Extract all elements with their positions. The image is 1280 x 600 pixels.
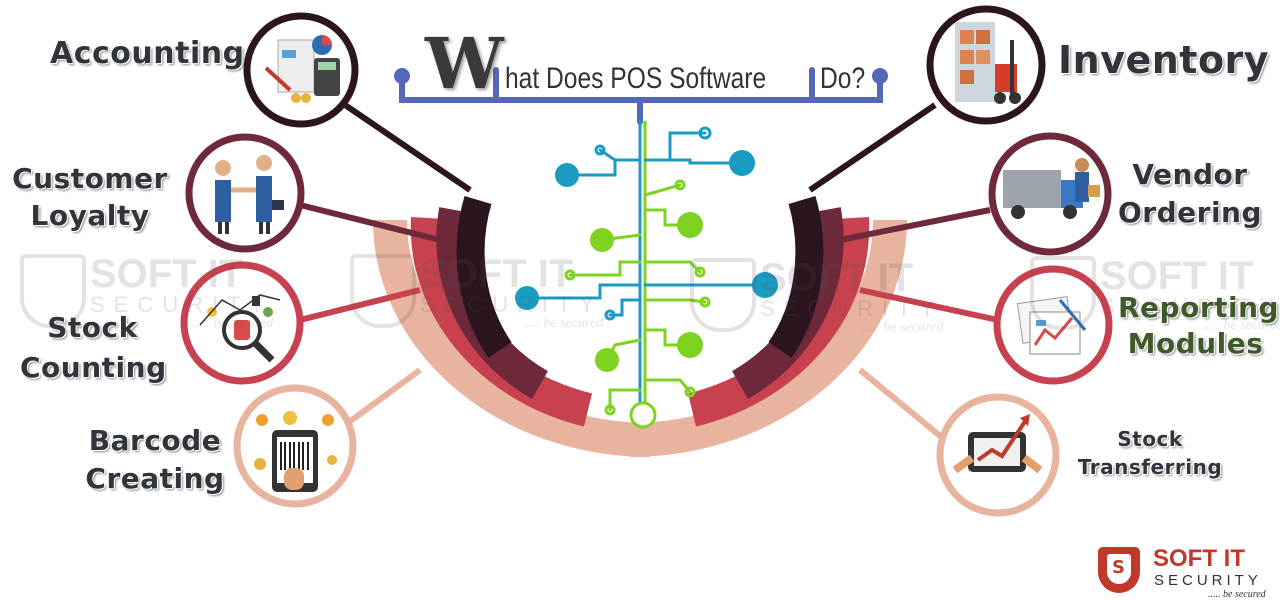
title-drop-cap: W	[425, 22, 504, 105]
connectors	[299, 102, 999, 443]
label-line: Stock	[47, 311, 138, 344]
label-line: Counting	[20, 351, 167, 384]
label-reporting-modules: Reporting Modules	[1118, 290, 1280, 362]
watermark-name: SOFT IT	[90, 252, 244, 296]
watermark-sub: SECURITY	[420, 292, 604, 317]
title-bracket	[394, 67, 888, 125]
delivery-truck-icon	[1003, 158, 1100, 219]
label-vendor-ordering: Vendor Ordering	[1115, 156, 1265, 232]
title-question: Do?	[820, 62, 866, 95]
watermark: SOFT IT SECURITY ..... be secured	[20, 252, 274, 332]
label-stock-counting: Stock Counting	[20, 308, 167, 388]
label-line: Customer	[12, 162, 168, 195]
handshake-icon	[215, 155, 284, 234]
watermark: SOFT IT SECURITY ..... be secured	[350, 252, 604, 332]
label-line: Vendor	[1132, 158, 1248, 191]
ring-right	[629, 196, 907, 457]
tablet-growth-icon	[952, 414, 1043, 474]
brand-logo: S SOFT IT SECURITY ..... be secured	[1098, 545, 1268, 600]
watermark-shield-icon	[20, 254, 86, 328]
watermark-tag: ..... be secured	[862, 320, 944, 335]
logo-mark-icon: S	[1112, 557, 1125, 578]
watermark-name: SOFT IT	[760, 256, 914, 300]
label-line: Stock	[1117, 427, 1183, 451]
label-accounting: Accounting	[50, 36, 245, 71]
label-line: Modules	[1127, 327, 1264, 360]
label-customer-loyalty: Customer Loyalty	[5, 160, 175, 234]
watermark-sub: SECURITY	[90, 292, 274, 317]
watermark-shield-icon	[1030, 256, 1096, 330]
accounting-icon	[264, 35, 340, 103]
watermark-name: SOFT IT	[1100, 254, 1254, 298]
watermark-shield-icon	[350, 254, 416, 328]
watermark-sub: SECURITY	[760, 296, 944, 321]
label-inventory: Inventory	[1058, 38, 1270, 82]
watermark-tag: ..... be secured	[192, 316, 274, 331]
label-line: Loyalty	[30, 199, 150, 232]
watermark: SOFT IT SECURITY ..... be secured	[1030, 254, 1280, 334]
label-line: Reporting	[1118, 291, 1280, 324]
watermark-tag: ..... be secured	[522, 316, 604, 331]
shield-logo-icon	[1098, 547, 1140, 593]
brand-sub: SECURITY	[1154, 572, 1262, 589]
watermark-sub: SECURITY	[1100, 294, 1280, 319]
warehouse-forklift-icon	[955, 22, 1021, 104]
label-barcode-creating: Barcode Creating	[75, 422, 235, 498]
brand-tag: ..... be secured	[1208, 589, 1266, 600]
magnifier-icon	[199, 294, 281, 363]
label-line: Creating	[85, 462, 225, 495]
label-line: Accounting	[50, 36, 245, 71]
label-line: Inventory	[1058, 38, 1270, 82]
label-line: Barcode	[88, 424, 222, 457]
label-line: Ordering	[1117, 196, 1263, 229]
brand-name: SOFT IT	[1153, 545, 1245, 572]
label-stock-transferring: Stock Transferring	[1075, 425, 1225, 481]
watermark-tag: ..... be secured	[1202, 318, 1280, 333]
title-text: hat Does POS Software	[505, 62, 767, 95]
watermark-name: SOFT IT	[420, 252, 574, 296]
barcode-tablet-icon	[254, 411, 337, 492]
watermark: SOFT IT SECURITY ..... be secured	[690, 256, 944, 336]
label-line: Transferring	[1077, 455, 1223, 479]
watermark-shield-icon	[690, 258, 756, 332]
